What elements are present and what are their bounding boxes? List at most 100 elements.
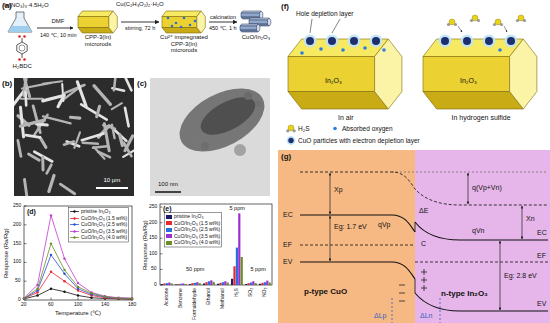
axis-tick: 20: [21, 302, 27, 308]
data-point: [50, 288, 52, 290]
tem-image: [150, 75, 275, 196]
rod-drawing: [160, 10, 208, 34]
cu-ion-dot: [167, 17, 170, 20]
rod-face: [241, 11, 261, 13]
sensing-schematic: [310, 19, 312, 33]
h2s-molecules: [516, 19, 519, 22]
sem-rod: [71, 116, 80, 120]
data-point: [63, 280, 65, 282]
sem-rod: [40, 137, 46, 147]
concentration-label: 5 ppm: [230, 205, 245, 211]
microrod-node: Cu²⁺ impregnated CPP-3(In) microrods: [160, 10, 208, 56]
legend-sample: [70, 216, 79, 221]
sem-rod: [124, 143, 132, 156]
h2s-molecules: [454, 23, 457, 26]
cuo-particles: [507, 37, 515, 45]
sem-rod: [49, 176, 54, 192]
node-label: CuO/In₂O₃: [238, 34, 274, 41]
response-bar: [241, 257, 243, 285]
gas-label: H₂S: [234, 288, 240, 297]
synthesis-scheme: [17, 42, 27, 54]
sem-rod: [93, 146, 107, 148]
band-diagram: [300, 245, 415, 246]
rod-face: [288, 92, 388, 110]
data-point: [23, 297, 25, 299]
rod-face: [241, 13, 260, 17]
legend-sample: [70, 229, 79, 234]
data-point: [117, 297, 119, 299]
data-point: [117, 297, 119, 299]
axis-tick-mark: [24, 243, 27, 244]
gas-label: Methanol: [220, 288, 226, 309]
response-bar: [163, 283, 165, 285]
axis-tick-mark: [160, 238, 163, 239]
reagent-label: In(NO₃)₃·4.5H₂O: [4, 2, 49, 9]
sem-rod: [103, 125, 115, 128]
node-label: p-type CuO: [304, 287, 347, 296]
response-bar: [247, 283, 249, 285]
h2s-molecules: [504, 26, 507, 32]
band-diagram: [415, 293, 548, 311]
data-point: [104, 295, 106, 297]
charge-signs: [399, 293, 405, 294]
h2s-molecules: [477, 19, 480, 22]
sem-rod: [60, 184, 74, 194]
condition-label: In hydrogen sulfide: [452, 114, 511, 122]
scale-label: 10 μm: [104, 177, 121, 184]
legend-dot: [73, 224, 75, 226]
cuo-particles: [483, 35, 496, 48]
scale-bar: [96, 187, 128, 189]
gas-label: Benzene: [178, 288, 184, 308]
cuo-particles: [372, 37, 380, 45]
response-bar: [219, 283, 221, 285]
gas-label: NO₂: [262, 288, 268, 297]
panel-letter: (e): [163, 205, 172, 213]
cuo-particles: [461, 35, 474, 48]
h2s-molecules: [458, 26, 462, 32]
rod-drawing: [76, 10, 120, 34]
data-point: [23, 298, 25, 300]
panel-letter: (c): [137, 79, 147, 88]
energy-label: q(Vp+Vn): [472, 184, 502, 192]
band-diagram: [392, 298, 393, 323]
response-bar: [255, 283, 257, 285]
synthesis-scheme: [37, 28, 73, 29]
rod-face: [162, 11, 201, 17]
condition-label: 140 ℃, 10 min: [40, 32, 76, 38]
legend-label: CuO/In₂O₃ (4.0 wt%): [81, 235, 127, 241]
data-point: [131, 298, 133, 300]
microrod-node: CPP-3(In) microrods: [76, 10, 120, 49]
response-bar: [161, 284, 163, 286]
axis-tick: 150: [13, 241, 21, 247]
particle-icon: [288, 138, 293, 143]
oxygen-dots: [382, 48, 386, 52]
data-point: [117, 297, 119, 299]
rod-face: [240, 26, 257, 30]
sem-rod: [114, 78, 116, 90]
cuo-particles: [485, 37, 493, 45]
response-bar: [233, 266, 235, 285]
legend-label: CuO/In₂O₃ (2.5 wt%): [174, 227, 220, 233]
charge-signs: [424, 285, 425, 291]
synthesis-scheme: [18, 35, 21, 38]
data-point: [90, 297, 92, 299]
axis-title: Response (Ra/Rg): [142, 220, 149, 270]
tem-image: [244, 92, 252, 100]
response-bar: [194, 283, 196, 285]
oxygen-dots: [363, 46, 367, 50]
sem-rod: [29, 154, 40, 160]
sem-rod: [120, 135, 123, 145]
legend-label: CuO/In₂O₃ (2.5 wt%): [81, 222, 127, 228]
tem-image: [234, 144, 246, 156]
cu-ion-dot: [183, 17, 186, 20]
data-point: [104, 296, 106, 298]
response-bar: [252, 281, 254, 285]
response-bar: [264, 282, 266, 285]
rod-end: [375, 39, 402, 109]
axis-tick: 100: [149, 251, 157, 257]
sem-rod: [83, 143, 98, 144]
axis-tick: 0: [154, 282, 157, 288]
rod-face: [78, 28, 113, 34]
data-point: [131, 298, 133, 300]
